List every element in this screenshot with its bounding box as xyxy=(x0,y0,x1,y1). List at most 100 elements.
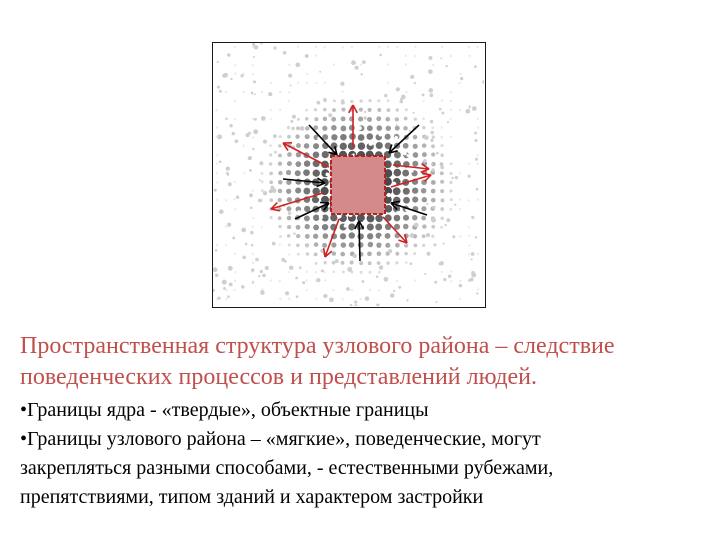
halftone-dot xyxy=(341,46,345,49)
halftone-dot xyxy=(367,116,373,122)
halftone-dot xyxy=(414,45,417,48)
speckle-dot xyxy=(432,205,436,210)
halftone-dot xyxy=(413,243,418,248)
halftone-dot xyxy=(268,189,273,194)
speckle-dot xyxy=(410,170,414,173)
halftone-dot xyxy=(305,126,310,131)
halftone-dot xyxy=(450,91,453,94)
halftone-dot xyxy=(395,242,400,248)
halftone-dot xyxy=(341,107,346,112)
outward-arrow xyxy=(270,192,324,212)
halftone-dot xyxy=(322,107,327,112)
speckle-dot xyxy=(250,230,254,235)
speckle-dot xyxy=(255,257,259,262)
halftone-dot xyxy=(216,154,219,157)
halftone-dot xyxy=(296,117,301,121)
halftone-dot xyxy=(402,187,410,195)
speckle-dot xyxy=(400,97,403,101)
halftone-dot xyxy=(402,169,410,177)
halftone-dot xyxy=(278,170,283,176)
halftone-dot xyxy=(348,232,355,239)
speckle-dot xyxy=(251,268,255,272)
speckle-dot xyxy=(316,100,321,105)
speckle-dot xyxy=(260,116,266,121)
halftone-dot xyxy=(251,72,255,76)
halftone-dot xyxy=(287,243,291,247)
halftone-dot xyxy=(260,189,264,193)
halftone-dot xyxy=(431,161,436,167)
halftone-dot xyxy=(375,141,383,150)
speckle-dot xyxy=(234,139,239,144)
speckle-dot xyxy=(436,151,439,155)
speckle-dot xyxy=(215,273,219,277)
halftone-dot xyxy=(215,126,219,129)
halftone-dot xyxy=(260,180,264,184)
speckle-dot xyxy=(426,251,431,256)
halftone-dot xyxy=(269,144,272,148)
halftone-dot xyxy=(467,199,470,202)
speckle-dot xyxy=(476,292,479,295)
halftone-dot xyxy=(269,81,273,85)
speckle-dot xyxy=(213,188,217,192)
halftone-dot xyxy=(404,261,408,264)
speckle-dot xyxy=(408,129,411,132)
speckle-dot xyxy=(228,282,233,287)
halftone-dot xyxy=(269,171,273,176)
speckle-dot xyxy=(293,177,296,180)
speckle-dot xyxy=(288,73,293,78)
halftone-dot xyxy=(315,298,318,301)
halftone-dot xyxy=(377,99,381,103)
halftone-dot xyxy=(440,225,444,229)
halftone-dot xyxy=(341,270,345,274)
speckle-dot xyxy=(354,300,358,304)
halftone-dot xyxy=(359,63,363,66)
inward-arrows xyxy=(282,124,428,262)
speckle-dot xyxy=(222,73,227,78)
speckle-dot xyxy=(362,60,366,64)
halftone-dot xyxy=(366,214,375,223)
speckle-dot xyxy=(383,276,389,282)
halftone-dot xyxy=(420,187,427,194)
halftone-dot xyxy=(215,162,219,165)
speckle-dot xyxy=(268,91,273,97)
speckle-dot xyxy=(293,232,296,235)
halftone-dot xyxy=(393,160,401,168)
speckle-dot xyxy=(431,217,436,223)
halftone-dot xyxy=(295,187,302,194)
halftone-dot xyxy=(313,224,320,231)
halftone-dot xyxy=(287,99,290,103)
halftone-dot xyxy=(368,99,372,103)
halftone-dot xyxy=(403,126,408,131)
halftone-dot xyxy=(422,117,425,121)
speckle-dot xyxy=(272,134,277,139)
halftone-dot xyxy=(295,151,302,158)
speckle-dot xyxy=(398,285,402,289)
speckle-dot xyxy=(230,77,233,81)
halftone-dot xyxy=(234,271,237,274)
halftone-dot xyxy=(356,214,365,223)
halftone-dot xyxy=(260,171,264,175)
speckle-dot xyxy=(258,179,261,182)
speckle-dot xyxy=(250,243,254,247)
halftone-dot xyxy=(312,151,320,159)
halftone-dot xyxy=(269,108,273,112)
halftone-dot xyxy=(413,252,417,256)
speckle-dot xyxy=(376,303,380,306)
speckle-dot xyxy=(471,272,477,278)
speckle-dot xyxy=(249,193,253,198)
halftone-dot xyxy=(440,216,444,220)
halftone-dot xyxy=(313,143,320,150)
halftone-dot xyxy=(458,172,462,175)
speckle-dot xyxy=(474,131,478,135)
speckle-dot xyxy=(252,80,257,84)
halftone-dot xyxy=(294,170,301,177)
halftone-dot xyxy=(403,196,410,204)
halftone-dot xyxy=(312,233,319,239)
halftone-dot xyxy=(404,63,408,66)
speckle-dot xyxy=(250,91,254,95)
halftone-dot xyxy=(413,117,418,121)
halftone-dot xyxy=(251,252,254,255)
halftone-dot xyxy=(476,126,480,129)
halftone-dot xyxy=(449,99,453,103)
speckle-dot xyxy=(423,135,429,141)
